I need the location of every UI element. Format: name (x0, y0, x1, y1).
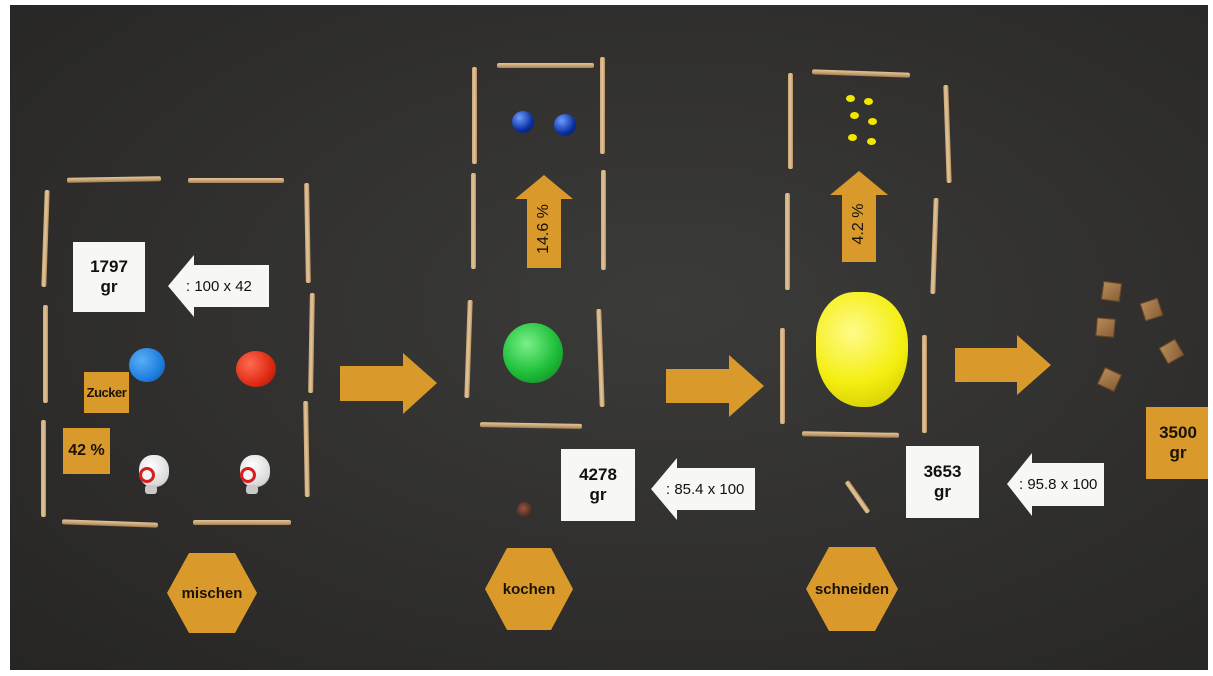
stick (66, 176, 162, 183)
dark-board: 1797 gr : 100 x 42 Zucker 42 % mischen (10, 5, 1208, 670)
operation-arrow-kochen: : 85.4 x 100 (651, 458, 755, 520)
hexagon-icon (167, 553, 257, 633)
operation-label: : 100 x 42 (186, 277, 252, 295)
step-hexagon-schneiden: schneiden (806, 547, 898, 631)
weight-unit: gr (100, 277, 118, 296)
milk-jug-icon (135, 455, 173, 495)
weight-card-kochen: 4278 gr (561, 449, 635, 521)
left-arrow-icon (651, 458, 755, 520)
stick (943, 84, 952, 184)
stick (600, 57, 605, 154)
operation-arrow-schneiden: : 95.8 x 100 (1007, 453, 1104, 516)
hexagon-icon (806, 547, 898, 631)
weight-value: 1797 (90, 257, 128, 276)
weight-unit: gr (589, 485, 607, 504)
step-label: mischen (181, 584, 243, 602)
left-arrow-icon (168, 255, 269, 317)
weight-value: 3653 (923, 462, 962, 481)
up-arrow-schneiden: 4.2 % (830, 171, 888, 262)
result-unit: gr (1169, 443, 1187, 462)
weight-card-mischen: 1797 gr (73, 242, 145, 312)
step-hexagon-mischen: mischen (167, 553, 257, 633)
percent-label: 14.6 % (535, 204, 552, 254)
stick (61, 519, 159, 528)
up-arrow-icon (515, 175, 573, 268)
weight-value: 4278 (579, 465, 617, 484)
step-label: schneiden (814, 580, 890, 598)
flow-arrow-icon (340, 353, 437, 414)
step-hexagon-kochen: kochen (485, 548, 573, 630)
stick (41, 420, 46, 517)
weight-unit: gr (934, 482, 951, 501)
stick (193, 520, 291, 525)
green-ball (503, 323, 563, 383)
wooden-cube-icon (1158, 338, 1185, 365)
stick (479, 422, 583, 429)
stick (601, 170, 606, 270)
red-ball (236, 351, 276, 387)
stick (844, 480, 871, 514)
stick (303, 400, 310, 498)
stick (308, 292, 315, 394)
percent-tag: 42 % (63, 428, 110, 474)
percent-label: 4.2 % (850, 203, 867, 245)
stick (788, 73, 793, 169)
up-arrow-icon (830, 171, 888, 262)
stick (930, 197, 939, 295)
stick (811, 69, 911, 78)
weight-card-schneiden: 3653 gr (906, 446, 979, 518)
operation-label: : 95.8 x 100 (1019, 476, 1098, 493)
stick (464, 299, 473, 399)
flow-arrow-icon (955, 335, 1051, 395)
small-dark-bead (517, 502, 533, 518)
flow-arrow-icon (666, 355, 764, 417)
result-value: 3500 (1159, 423, 1197, 442)
operation-arrow-mischen: : 100 x 42 (168, 255, 269, 317)
wooden-cube-icon (1100, 280, 1123, 303)
wooden-cube-icon (1096, 366, 1123, 393)
step-label: kochen (502, 580, 556, 598)
milk-jug-icon (236, 455, 274, 495)
stick (785, 193, 790, 290)
marble-icon (512, 111, 534, 133)
stick (43, 305, 48, 403)
stick (188, 178, 284, 183)
blue-ball (129, 348, 165, 382)
stick (801, 431, 900, 438)
stick (472, 67, 477, 164)
stick (922, 335, 927, 433)
wooden-cube-icon (1139, 297, 1164, 322)
stick (497, 63, 594, 68)
up-arrow-kochen: 14.6 % (515, 175, 573, 268)
operation-label: : 85.4 x 100 (666, 480, 745, 498)
ingredient-tag: Zucker (84, 372, 129, 413)
left-arrow-icon (1007, 453, 1104, 516)
yellow-blob (816, 292, 908, 407)
hexagon-icon (485, 548, 573, 630)
marble-icon (554, 114, 576, 136)
stick (596, 308, 605, 408)
result-weight: 3500 gr (1146, 407, 1208, 479)
yellow-seeds (844, 93, 884, 153)
stick (780, 328, 785, 424)
stick (471, 173, 476, 269)
wooden-cube-icon (1095, 317, 1116, 338)
stick (304, 182, 311, 284)
stick (41, 189, 50, 288)
